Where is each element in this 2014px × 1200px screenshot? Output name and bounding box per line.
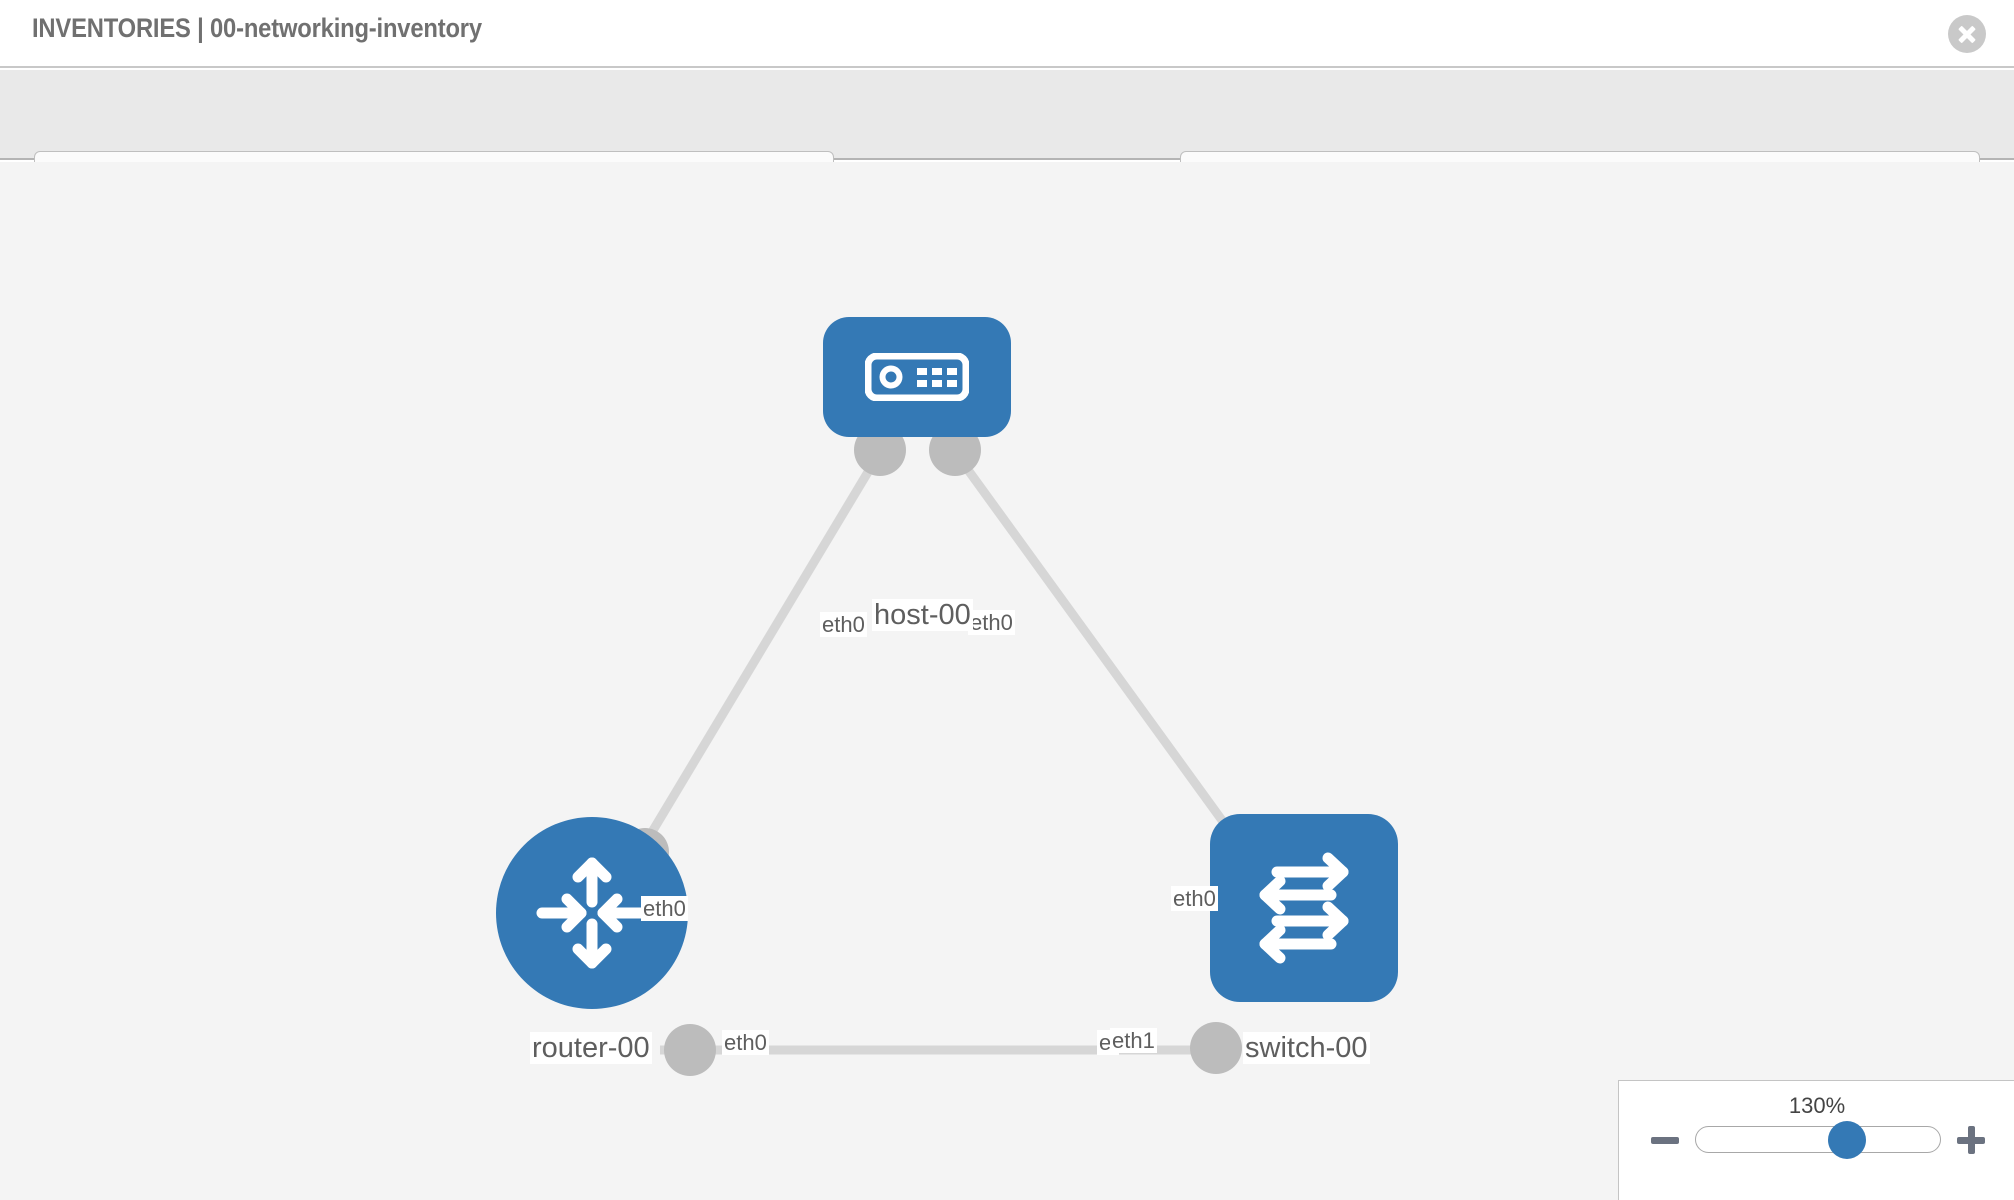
server-icon bbox=[823, 317, 1011, 437]
toolbar: ACTIONS SEARCH bbox=[0, 70, 2014, 203]
zoom-slider-thumb[interactable] bbox=[1828, 1121, 1867, 1159]
topology-node-host-00[interactable] bbox=[823, 317, 1011, 437]
interface-label-router-uplink: eth0 bbox=[641, 896, 688, 922]
node-label-host-00: host-00 bbox=[872, 599, 973, 632]
page-title: INVENTORIES | 00-networking-inventory bbox=[32, 13, 482, 43]
interface-label-switch-uplink: eth0 bbox=[1171, 886, 1218, 912]
zoom-slider[interactable] bbox=[1695, 1121, 1941, 1159]
zoom-out-button[interactable] bbox=[1649, 1123, 1683, 1157]
node-shape-host bbox=[823, 317, 1011, 437]
zoom-level-value: 130% bbox=[1788, 1093, 1846, 1118]
switch-arrows-icon bbox=[1210, 814, 1398, 1002]
connector-switch-lan bbox=[1190, 1022, 1242, 1074]
connector-router-lan bbox=[664, 1024, 716, 1076]
topology-node-switch-00[interactable] bbox=[1210, 814, 1398, 1002]
connector-host-left bbox=[854, 424, 906, 476]
zoom-in-button[interactable] bbox=[1955, 1123, 1989, 1157]
node-label-router-00: router-00 bbox=[530, 1032, 652, 1065]
connector-host-right bbox=[929, 424, 981, 476]
close-icon[interactable] bbox=[1948, 15, 1986, 53]
zoom-control-panel: 130% bbox=[1618, 1080, 2014, 1200]
interface-label-host-right: eth0 bbox=[968, 610, 1015, 636]
node-shape-switch bbox=[1210, 814, 1398, 1002]
link-host-switch bbox=[951, 449, 1249, 855]
link-host-router bbox=[636, 449, 884, 855]
topology-canvas[interactable]: eth0 eth0 eth0 eth0 eth0 et eth1 host-00… bbox=[0, 162, 2014, 1200]
router-arrows-icon bbox=[496, 817, 688, 1009]
node-label-switch-00: switch-00 bbox=[1243, 1032, 1370, 1065]
interface-label-router-lan: eth0 bbox=[722, 1030, 769, 1056]
interface-label-host-left: eth0 bbox=[820, 612, 867, 638]
interface-label-switch-lan: eth1 bbox=[1110, 1028, 1157, 1054]
page-header: INVENTORIES | 00-networking-inventory bbox=[0, 0, 2014, 68]
